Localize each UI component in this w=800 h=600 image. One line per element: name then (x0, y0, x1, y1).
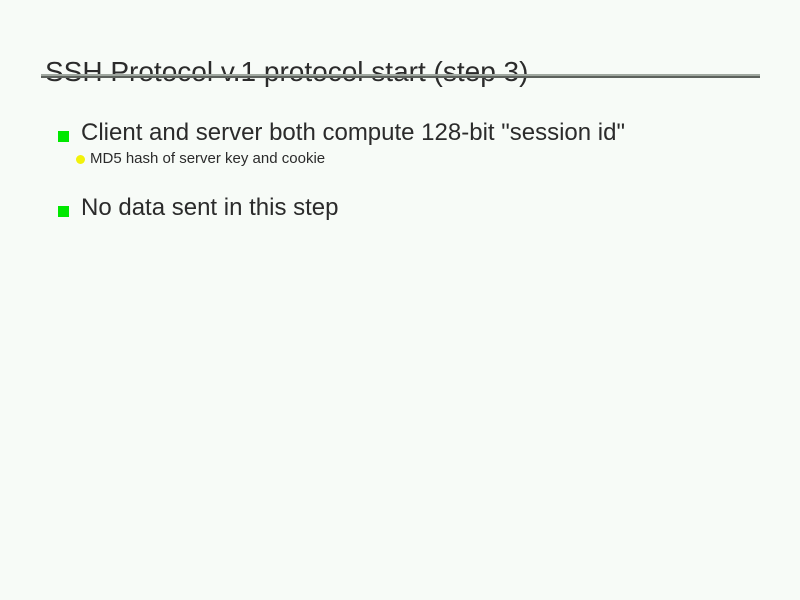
bullet-spacer (0, 169, 800, 193)
bullet-level2-label: MD5 hash of server key and cookie (90, 150, 326, 167)
page-title: SSH Protocol v.1 protocol start (step 3) (45, 55, 529, 87)
green-square-bullet-icon (58, 206, 69, 217)
bullet-level1-item: No data sent in this step (0, 193, 800, 223)
bullet-level1-item: Client and server both compute 128-bit "… (0, 118, 800, 148)
green-square-bullet-icon (58, 131, 69, 142)
bullet-level2-item: MD5 hash of server key and cookie (0, 148, 800, 169)
title-divider (41, 74, 760, 78)
slide-body: Client and server both compute 128-bit "… (0, 118, 800, 223)
bullet-level1-label: Client and server both compute 128-bit "… (81, 119, 625, 146)
yellow-dot-bullet-icon (76, 155, 85, 164)
bullet-level1-label: No data sent in this step (81, 194, 339, 221)
